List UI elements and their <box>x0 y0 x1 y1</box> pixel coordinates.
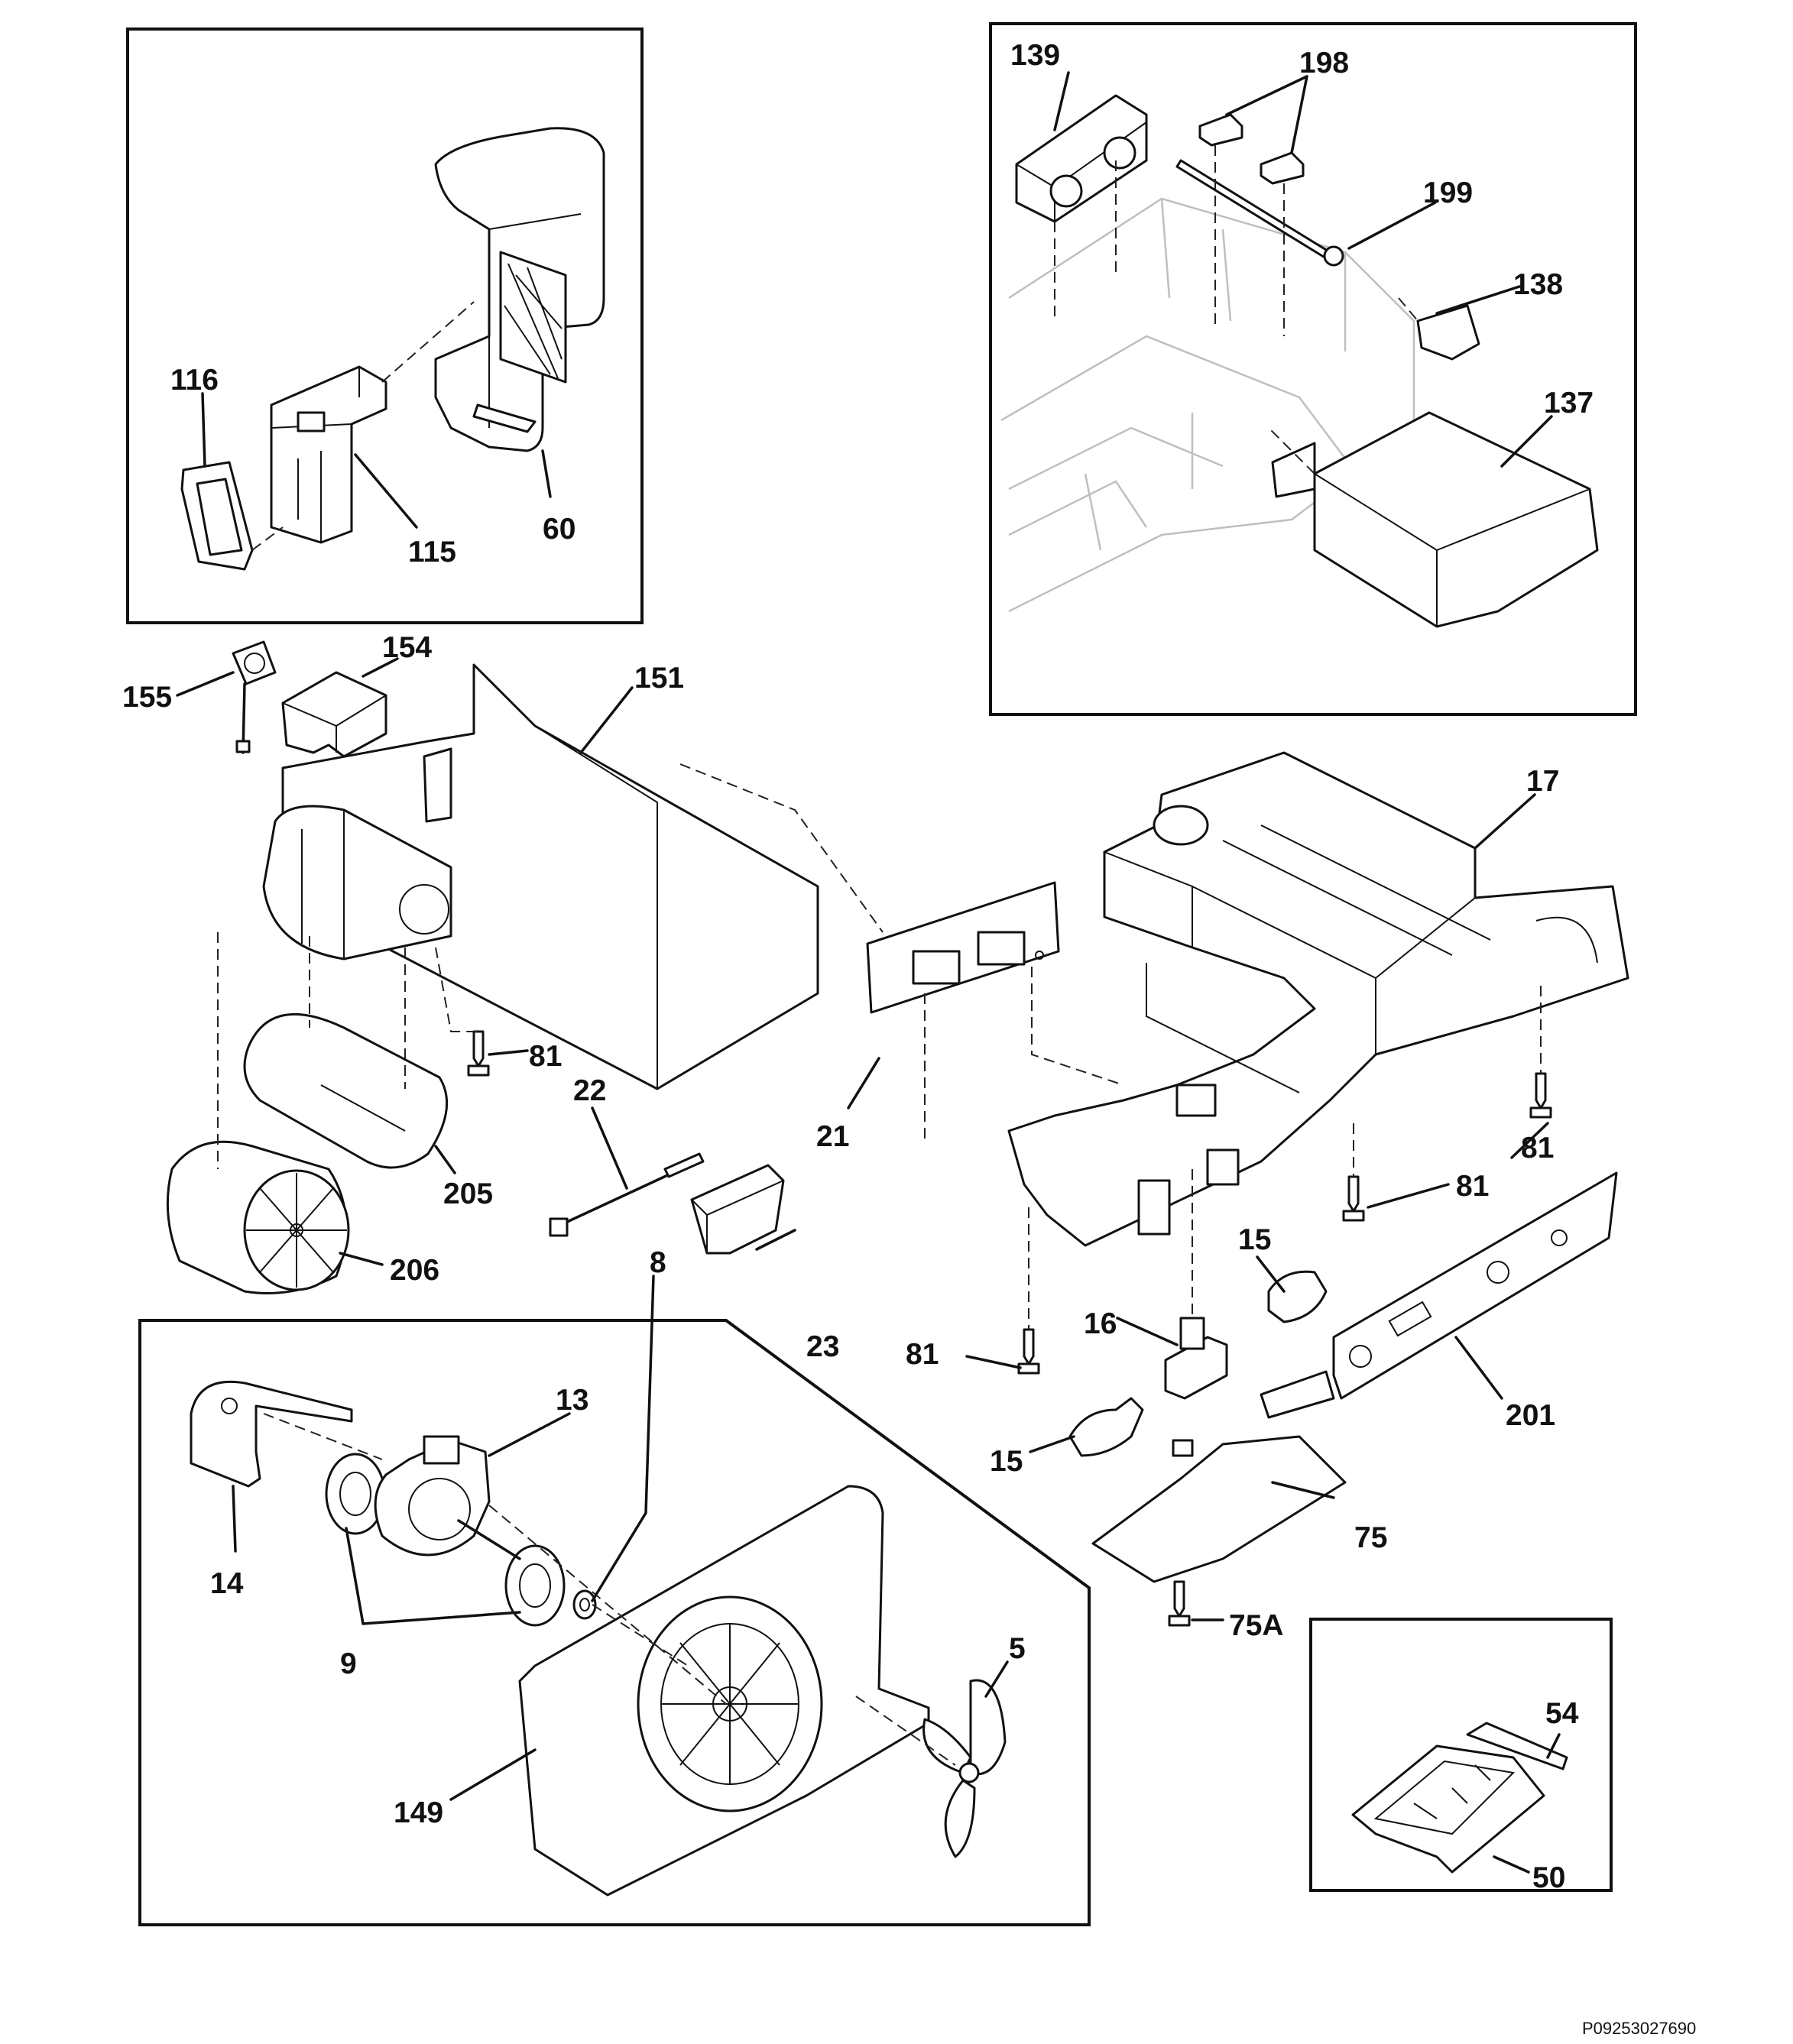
callout-16: 16 <box>1084 1307 1117 1340</box>
callout-17: 17 <box>1526 765 1559 798</box>
lamp-part-15-upper <box>1267 1270 1328 1323</box>
valve-part-139 <box>1015 94 1148 223</box>
gasket-part-116 <box>180 461 254 571</box>
duct-part-151 <box>262 663 819 1090</box>
socket-part-16 <box>1164 1317 1228 1400</box>
callout-75: 75 <box>1354 1521 1387 1554</box>
callout-81-bottom: 81 <box>906 1338 939 1371</box>
screw-part-81-left <box>467 1030 490 1077</box>
washer-part-8 <box>572 1589 597 1620</box>
callout-50: 50 <box>1532 1861 1565 1894</box>
cover-part-60 <box>434 127 605 452</box>
clips-part-198 <box>1198 113 1305 185</box>
screws-part-81-right <box>1017 1072 1552 1375</box>
callout-198: 198 <box>1299 47 1349 79</box>
callout-154: 154 <box>382 631 432 664</box>
rod-part-199 <box>1175 159 1344 267</box>
callout-5: 5 <box>1009 1632 1026 1665</box>
screw-part-75A <box>1168 1580 1191 1627</box>
bracket-part-14 <box>190 1380 353 1488</box>
actuator-part-115 <box>270 365 387 544</box>
callout-81-right-upper: 81 <box>1456 1170 1489 1203</box>
control-box-part-50 <box>1351 1744 1545 1874</box>
cover-part-75 <box>1091 1435 1347 1583</box>
blower-wheel-part-206 <box>166 1140 350 1294</box>
fan-part-155 <box>232 640 277 754</box>
inset-frame-cover-assembly <box>126 28 644 624</box>
callout-13: 13 <box>556 1384 588 1417</box>
callout-151: 151 <box>634 662 684 695</box>
mounts-part-9 <box>325 1453 566 1627</box>
callout-116: 116 <box>170 364 219 397</box>
callout-81-left: 81 <box>529 1040 562 1073</box>
housing-ghost-outline <box>1000 197 1415 613</box>
housing-part-17 <box>1007 751 1629 1247</box>
cover-part-154 <box>281 671 387 758</box>
callout-60: 60 <box>543 513 576 546</box>
fan-motor-part-13 <box>374 1435 521 1560</box>
harness-part-22 <box>549 1152 705 1237</box>
callout-21: 21 <box>816 1120 849 1153</box>
callout-8: 8 <box>650 1246 666 1279</box>
bracket-part-138 <box>1416 304 1480 361</box>
callout-205: 205 <box>443 1177 493 1210</box>
callout-14: 14 <box>210 1567 244 1600</box>
callout-115: 115 <box>408 536 456 568</box>
lamp-part-15-lower <box>1068 1397 1144 1457</box>
inset-frame-fan-motor-assembly <box>138 1319 1091 1926</box>
callout-15-upper: 15 <box>1238 1223 1271 1256</box>
callout-199: 199 <box>1423 177 1473 209</box>
callout-201: 201 <box>1506 1399 1555 1432</box>
inset-frame-control-box <box>1309 1618 1613 1892</box>
callout-139: 139 <box>1010 39 1060 72</box>
callout-155: 155 <box>122 681 172 714</box>
control-panel-part-21 <box>866 881 1060 1014</box>
inset-frame-ice-chute-assembly <box>989 22 1637 716</box>
callout-23: 23 <box>806 1330 839 1363</box>
callout-137: 137 <box>1544 387 1594 419</box>
shroud-part-149 <box>518 1485 930 1897</box>
callout-labels: 139 198 199 138 137 116 115 60 155 154 1… <box>122 39 1594 1894</box>
bezel-part-201 <box>1260 1171 1618 1419</box>
callout-149: 149 <box>394 1796 443 1829</box>
callout-9: 9 <box>340 1647 357 1680</box>
chute-door-part-137 <box>1271 411 1599 628</box>
cover-part-23 <box>690 1164 785 1255</box>
callout-206: 206 <box>390 1254 439 1287</box>
housing-part-205 <box>243 1012 449 1169</box>
bracket-part-54 <box>1466 1722 1568 1770</box>
leader-lines <box>176 71 1561 1874</box>
document-id: P09253027690 <box>1582 2019 1696 2038</box>
callout-138: 138 <box>1513 268 1563 301</box>
callout-81-right-lower: 81 <box>1521 1132 1554 1165</box>
callout-15-lower: 15 <box>990 1445 1023 1478</box>
callout-54: 54 <box>1545 1697 1579 1730</box>
fan-blade-part-5 <box>922 1679 1007 1858</box>
callout-75A: 75A <box>1229 1609 1284 1642</box>
callout-22: 22 <box>573 1074 606 1107</box>
